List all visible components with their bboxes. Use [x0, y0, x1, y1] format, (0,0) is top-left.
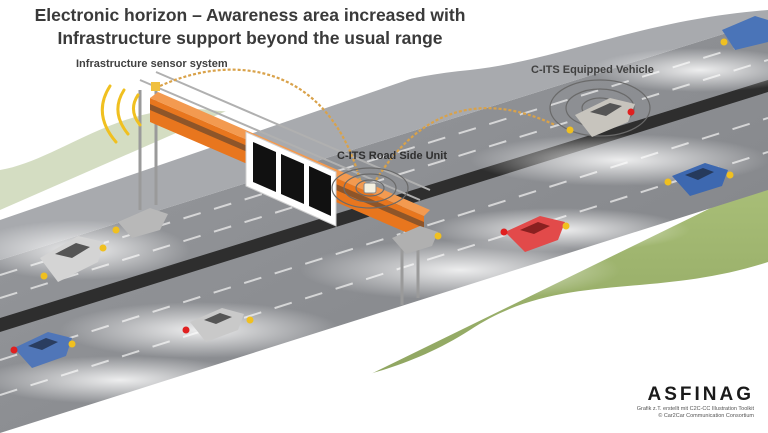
title-line-1: Electronic horizon – Awareness area incr… [0, 4, 500, 27]
title-line-2: Infrastructure support beyond the usual … [0, 27, 500, 50]
sensor-unit [151, 82, 160, 91]
logo-text: ASFINAG [604, 384, 754, 406]
label-road-side-unit: C-ITS Road Side Unit [337, 150, 447, 162]
label-equipped-vehicle: C-ITS Equipped Vehicle [531, 64, 654, 76]
page-title: Electronic horizon – Awareness area incr… [0, 4, 500, 50]
credit-line-1: Grafik z.T. erstellt mit C2C-CC Illustra… [604, 406, 754, 413]
road-side-unit-icon [332, 168, 408, 208]
credit-line-2: © Car2Car Communication Consortium [604, 413, 754, 420]
asfinag-logo: ASFINAG Grafik z.T. erstellt mit C2C-CC … [604, 384, 754, 420]
label-infrastructure-sensor: Infrastructure sensor system [76, 58, 228, 70]
